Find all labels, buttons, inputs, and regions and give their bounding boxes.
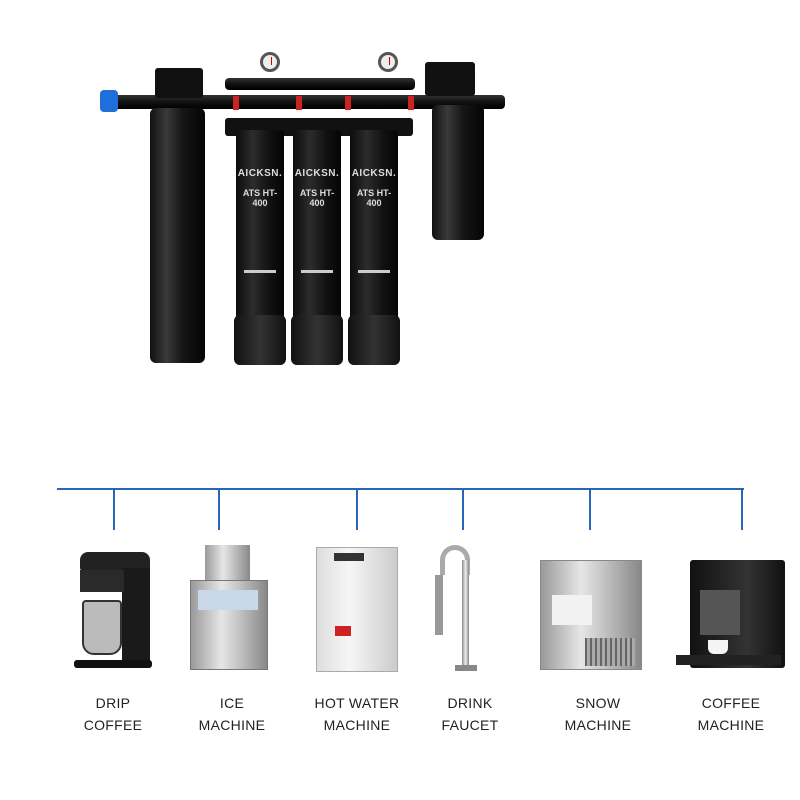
red-connector	[345, 96, 351, 110]
filter-cartridge: AICKSN. ATS HT-400	[234, 130, 286, 365]
drop-line	[741, 488, 743, 530]
cartridge-model: ATS HT-400	[242, 188, 278, 208]
cartridge-stripe	[244, 270, 276, 273]
drop-line	[113, 488, 115, 530]
red-connector	[233, 96, 239, 110]
pressure-gauge-right	[378, 52, 398, 72]
label-line2: FAUCET	[441, 717, 499, 733]
label-line2: MACHINE	[564, 717, 632, 733]
red-connector	[296, 96, 302, 110]
left-mount-bracket	[155, 68, 203, 98]
cartridge-brand: AICKSN.	[294, 168, 340, 179]
appliance-label-ice-machine: ICE MACHINE	[167, 692, 297, 736]
label-line1: DRINK	[447, 695, 493, 711]
cartridge-model: ATS HT-400	[356, 188, 392, 208]
inlet-valve	[100, 90, 118, 112]
label-line1: SNOW	[575, 695, 621, 711]
red-connector	[408, 96, 414, 110]
pressure-gauge-left	[260, 52, 280, 72]
drop-line	[589, 488, 591, 530]
cartridge-base	[348, 315, 400, 365]
cartridge-model: ATS HT-400	[299, 188, 335, 208]
appliance-label-hot-water-machine: HOT WATER MACHINE	[292, 692, 422, 736]
cartridge-stripe	[358, 270, 390, 273]
filter-cartridge: AICKSN. ATS HT-400	[291, 130, 343, 365]
drop-line	[462, 488, 464, 530]
appliance-label-coffee-machine: COFFEE MACHINE	[666, 692, 796, 736]
cartridge-base	[291, 315, 343, 365]
prefilter-canister-left	[150, 108, 205, 363]
filter-cartridge: AICKSN. ATS HT-400	[348, 130, 400, 365]
cartridge-base	[234, 315, 286, 365]
cartridge-brand: AICKSN.	[351, 168, 397, 179]
appliance-label-drink-faucet: DRINK FAUCET	[405, 692, 535, 736]
label-line2: COFFEE	[83, 717, 143, 733]
appliance-label-drip-coffee: DRIP COFFEE	[48, 692, 178, 736]
label-line2: MACHINE	[198, 717, 266, 733]
cartridge-stripe	[301, 270, 333, 273]
main-pipe	[110, 95, 505, 109]
label-line2: MACHINE	[697, 717, 765, 733]
label-line1: DRIP	[95, 695, 131, 711]
label-line2: MACHINE	[323, 717, 391, 733]
drop-line	[218, 488, 220, 530]
horizontal-line	[57, 488, 744, 490]
label-line1: ICE	[219, 695, 245, 711]
appliance-label-snow-machine: SNOW MACHINE	[533, 692, 663, 736]
postfilter-canister-right	[432, 105, 484, 240]
cartridge-brand: AICKSN.	[237, 168, 283, 179]
right-mount-bracket	[425, 62, 475, 96]
drop-line	[356, 488, 358, 530]
upper-pipe	[225, 78, 415, 90]
label-line1: HOT WATER	[314, 695, 400, 711]
label-line1: COFFEE	[701, 695, 761, 711]
